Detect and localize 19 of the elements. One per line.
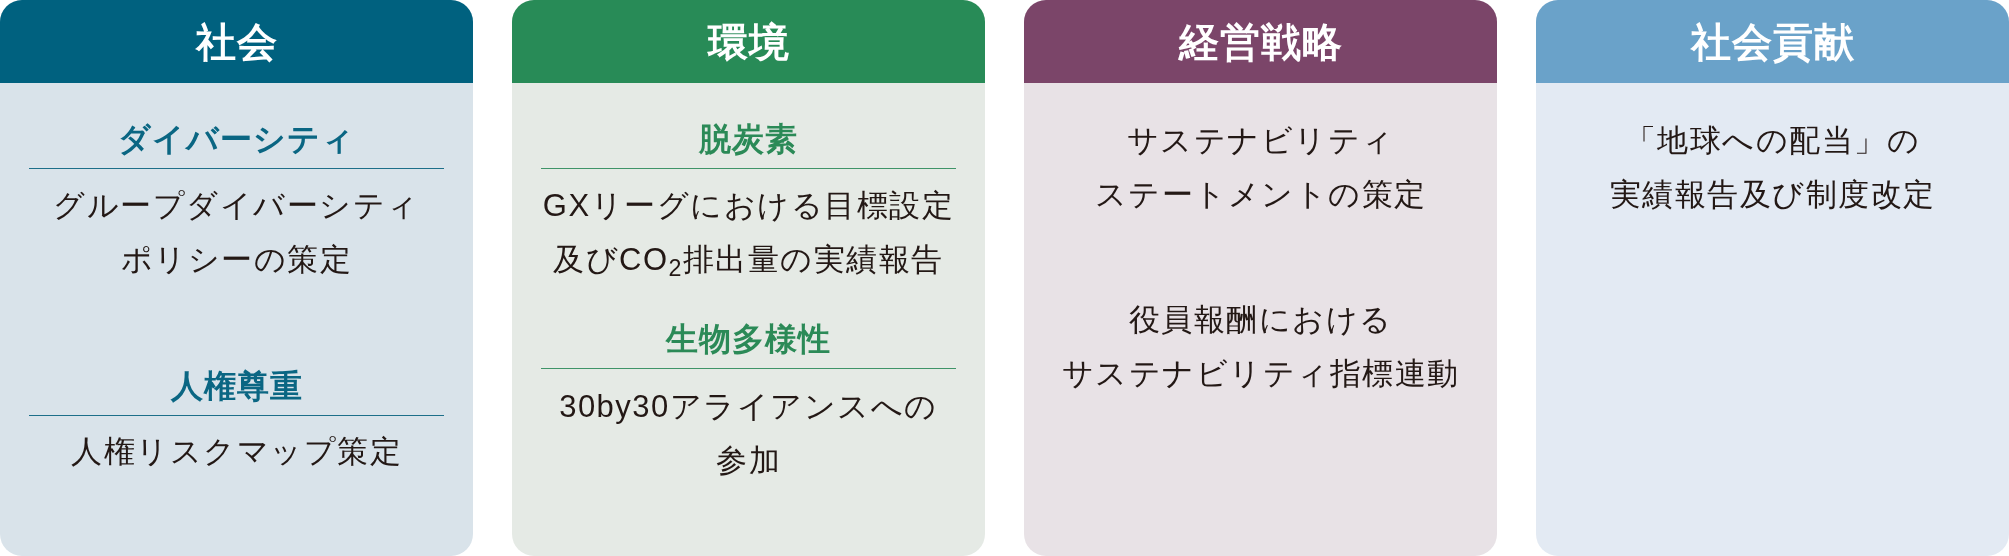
section-heading: ダイバーシティ — [118, 120, 355, 159]
item-text: 役員報酬におけるサステナビリティ指標連動 — [1061, 301, 1460, 393]
item-text: サステナビリティステートメントの策定 — [1094, 122, 1427, 214]
item-text: グループダイバーシティポリシーの策定 — [53, 187, 420, 279]
card-title: 経営戦略 — [1178, 18, 1343, 66]
card-title: 環境 — [707, 18, 790, 66]
card-title: 社会貢献 — [1690, 18, 1855, 66]
category-card — [0, 0, 473, 556]
section-heading: 生物多様性 — [666, 320, 831, 359]
category-card — [1536, 0, 2009, 556]
card-title: 社会 — [195, 18, 278, 66]
section-heading: 脱炭素 — [699, 120, 798, 159]
item-text: 人権リスクマップ策定 — [71, 433, 402, 471]
item-text: GXリーグにおける目標設定及びCO$_{2}$排出量の実績報告 — [542, 187, 955, 283]
category-card — [512, 0, 985, 556]
item-text: 「地球への配当」の実績報告及び制度改定 — [1609, 122, 1936, 214]
section-heading: 人権尊重 — [170, 367, 303, 406]
category-card — [1024, 0, 1497, 556]
item-text: 30by30アライアンスへの参加 — [559, 388, 938, 480]
